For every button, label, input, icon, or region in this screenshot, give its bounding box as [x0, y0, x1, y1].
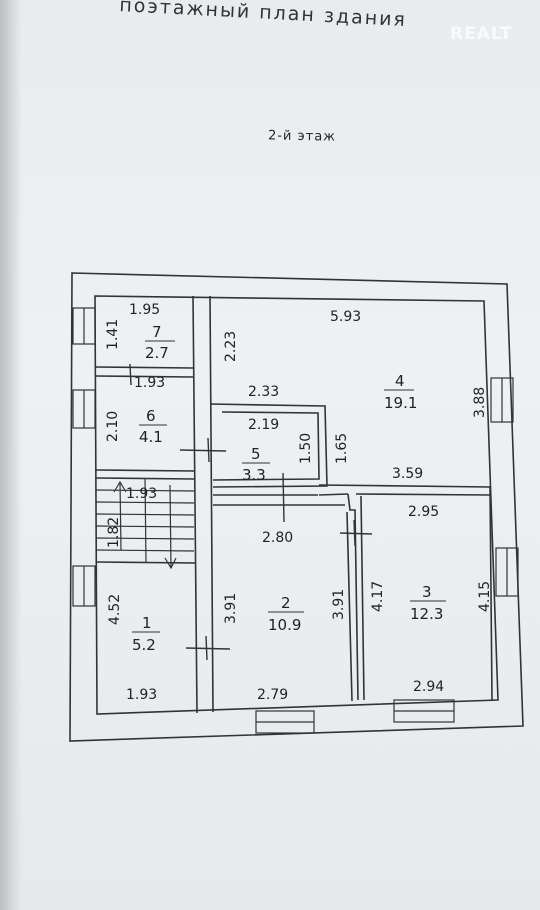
- staircase: [95, 477, 195, 570]
- room-4-area: 19.1: [384, 394, 417, 412]
- wall-room5-outer: [209, 403, 328, 488]
- dimension-labels: 1.95 1.93 5.93 2.33 2.19 3.59 1.93 2.80 …: [126, 302, 444, 703]
- dim-stair-height: 1.82: [106, 517, 122, 548]
- door-room1: [185, 647, 231, 650]
- room-2-number: 2: [281, 594, 291, 612]
- room-5-number: 5: [251, 445, 261, 463]
- wall-room2-right: [347, 493, 359, 701]
- wall-left-block-inner: [192, 295, 198, 714]
- room-1-number: 1: [142, 614, 152, 632]
- dim-room5-height-a: 1.50: [298, 433, 314, 464]
- room-5-area: 3.3: [242, 466, 266, 484]
- wall-room4-bottom: [318, 484, 492, 488]
- dim-stair-width: 1.93: [126, 486, 157, 502]
- door-room6-tick: [207, 437, 210, 463]
- dim-room4-left-height: 2.23: [223, 331, 239, 362]
- watermark-logo: REALT: [450, 24, 513, 44]
- stair-divider: [144, 477, 147, 563]
- door-room2-tick: [353, 519, 356, 547]
- wall-room5-inner: [212, 411, 320, 481]
- vertical-dimension-labels: 1.41 2.10 1.82 4.52 2.23 3.88 1.50 1.65 …: [105, 319, 493, 625]
- dim-room5-width: 2.19: [248, 417, 279, 433]
- room-2-area: 10.9: [268, 616, 301, 634]
- dim-room7-height: 1.41: [105, 319, 121, 350]
- stair-arrow-down-head: [164, 557, 177, 570]
- dim-room5-height-b: 1.65: [334, 433, 350, 464]
- paper-fold-shadow: [0, 0, 22, 910]
- room-6-number: 6: [146, 407, 156, 425]
- windows: [72, 307, 519, 734]
- wall-room3-left: [360, 495, 365, 701]
- dim-room4-right-height: 3.88: [472, 387, 488, 418]
- inner-wall-outline: [94, 295, 499, 715]
- room-3-number: 3: [422, 583, 432, 601]
- dim-room7-inner-width: 1.93: [134, 375, 165, 391]
- wall-stair-bottom: [95, 561, 196, 564]
- door-room1-tick: [205, 635, 208, 661]
- stair-arrow-down: [169, 484, 172, 569]
- dim-room4-bottom: 3.59: [392, 466, 423, 482]
- dim-room7-width: 1.95: [129, 302, 160, 318]
- door-room2: [339, 532, 373, 535]
- wall-room2-corner: [318, 493, 349, 496]
- room-4-number: 4: [395, 372, 405, 390]
- doors: [129, 363, 373, 661]
- room-3-area: 12.3: [410, 605, 443, 623]
- outer-wall-outline: [69, 272, 524, 742]
- door-room5: [282, 472, 285, 523]
- stair-arrow-up: [119, 481, 122, 551]
- door-room7: [129, 363, 132, 386]
- wall-room6-bottom: [95, 469, 195, 472]
- wall-room3-top: [355, 493, 492, 496]
- wall-room3-right: [489, 485, 493, 701]
- dim-room3-width: 2.95: [408, 504, 439, 520]
- dim-room2-bottom: 2.79: [257, 687, 288, 703]
- dim-room3-right-height: 4.15: [477, 581, 493, 612]
- dim-room4-width: 5.93: [330, 309, 361, 325]
- door-room6: [179, 449, 227, 452]
- dim-room2-left-height: 3.91: [223, 593, 239, 624]
- room-1-area: 5.2: [132, 636, 156, 654]
- dim-room3-left-height: 4.17: [370, 581, 386, 612]
- dim-room1-height: 4.52: [107, 594, 123, 625]
- stair-arrow-up-head: [113, 480, 127, 493]
- room-6-area: 4.1: [139, 428, 163, 446]
- room-labels: 7 2.7 6 4.1 5 3.3 4 19.1 2 10.9 3 12.3 1…: [132, 323, 446, 654]
- dim-room1-width: 1.93: [126, 687, 157, 703]
- room-7-number: 7: [152, 323, 162, 341]
- dim-room4-partial: 2.33: [248, 384, 279, 400]
- wall-room6-top: [94, 375, 194, 378]
- dim-room2-width: 2.80: [262, 530, 293, 546]
- walls: [69, 272, 524, 742]
- stair-step: [95, 549, 195, 552]
- stair-step: [95, 537, 195, 540]
- wall-room7-bottom: [94, 366, 194, 369]
- wall-left-block-outer: [209, 295, 214, 713]
- dim-room6-height: 2.10: [105, 411, 121, 442]
- dim-room2-right-height: 3.91: [331, 589, 347, 620]
- dim-room3-bottom: 2.94: [413, 679, 444, 695]
- room-7-area: 2.7: [145, 344, 169, 362]
- wall-room2-inner-right: [346, 511, 353, 702]
